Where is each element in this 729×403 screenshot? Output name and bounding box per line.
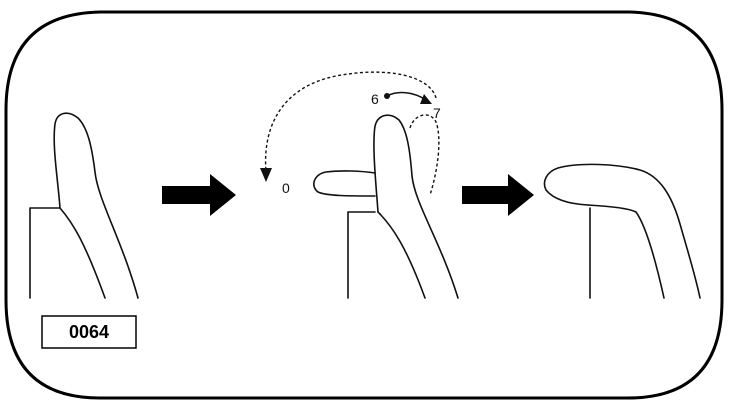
position-7-arrowhead-icon <box>420 94 432 104</box>
code-label: 0064 <box>69 322 109 342</box>
code-box-frame <box>41 315 137 349</box>
panel-rotation: 6 7 0 <box>260 71 459 299</box>
position-label-7: 7 <box>433 105 441 121</box>
vertical-flap-fold-line <box>377 211 426 299</box>
rounded-frame <box>4 10 724 400</box>
final-flap-inner-line <box>587 204 665 299</box>
panel-final-position <box>543 163 701 299</box>
initial-flap-fold-line <box>59 207 106 299</box>
panel-initial-position <box>29 112 139 299</box>
figure-code-box: 0064 <box>41 315 137 349</box>
vertical-flap-outline <box>373 114 459 299</box>
rotation-body-outline <box>347 211 376 299</box>
initial-flap-outline <box>53 112 139 299</box>
final-flap-outline <box>543 163 701 299</box>
rotation-arrowhead-icon <box>260 168 272 182</box>
position-7-dashed-outline <box>409 114 440 196</box>
right-arrow-icon <box>162 174 236 216</box>
right-arrow-icon <box>462 174 534 216</box>
position-label-6: 6 <box>371 91 379 107</box>
rotated-flap-outline <box>313 170 376 197</box>
initial-body-outline <box>29 207 61 299</box>
position-label-0: 0 <box>282 180 290 196</box>
